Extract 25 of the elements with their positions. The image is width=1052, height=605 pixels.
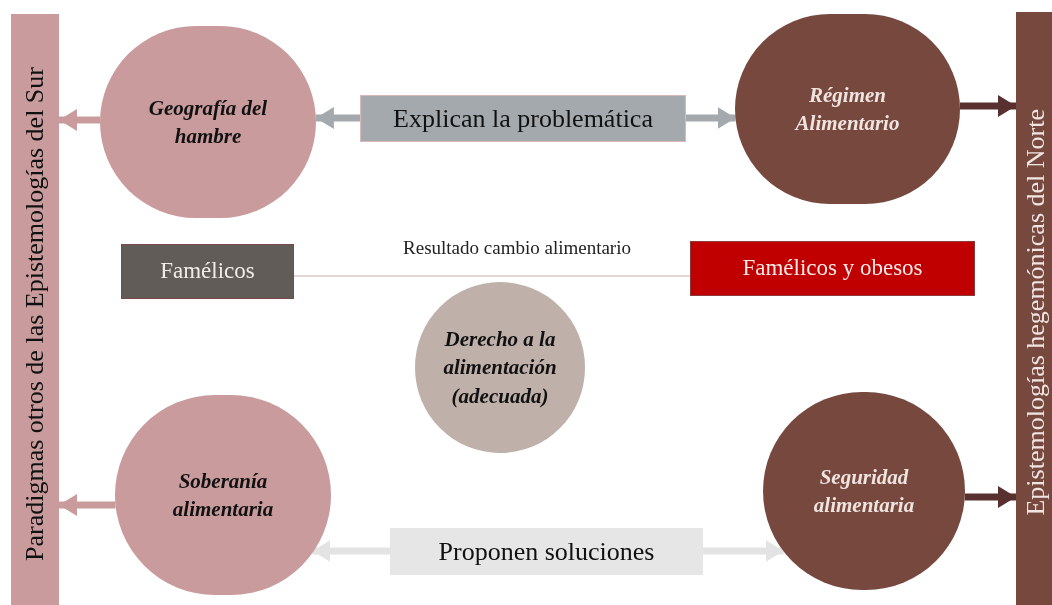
- label-box: [360, 95, 686, 142]
- node-label: Seguridad alimentaria: [812, 463, 916, 519]
- node-label: Soberanía alimentaria: [171, 467, 275, 523]
- side-band: [1016, 12, 1052, 605]
- node-label: Famélicos y obesos: [742, 254, 923, 283]
- arrow: [312, 540, 390, 562]
- arrow: [686, 107, 736, 129]
- node-label: Régimen Alimentario: [793, 81, 901, 137]
- node-label: Derecho a la alimentación (adecuada): [442, 326, 558, 410]
- label-box: [121, 244, 294, 299]
- arrow: [959, 95, 1016, 117]
- node-label: Proponen soluciones: [438, 536, 655, 568]
- arrow: [964, 486, 1016, 508]
- band-label: Epistemologías hegemónicas del Norte: [1023, 108, 1049, 516]
- label-box: [690, 241, 975, 296]
- node-label: Famélicos: [160, 257, 255, 286]
- node-label: Explican la problemática: [393, 103, 653, 135]
- arrow: [59, 494, 116, 516]
- node-label: Geografía del hambre: [148, 94, 268, 150]
- arrow: [59, 109, 100, 131]
- arrow: [703, 540, 784, 562]
- label-box: [390, 528, 703, 575]
- band-label: Paradigmas otros de las Epistemologías del Sur: [22, 67, 48, 561]
- arrow: [315, 107, 360, 129]
- side-band: [11, 14, 59, 605]
